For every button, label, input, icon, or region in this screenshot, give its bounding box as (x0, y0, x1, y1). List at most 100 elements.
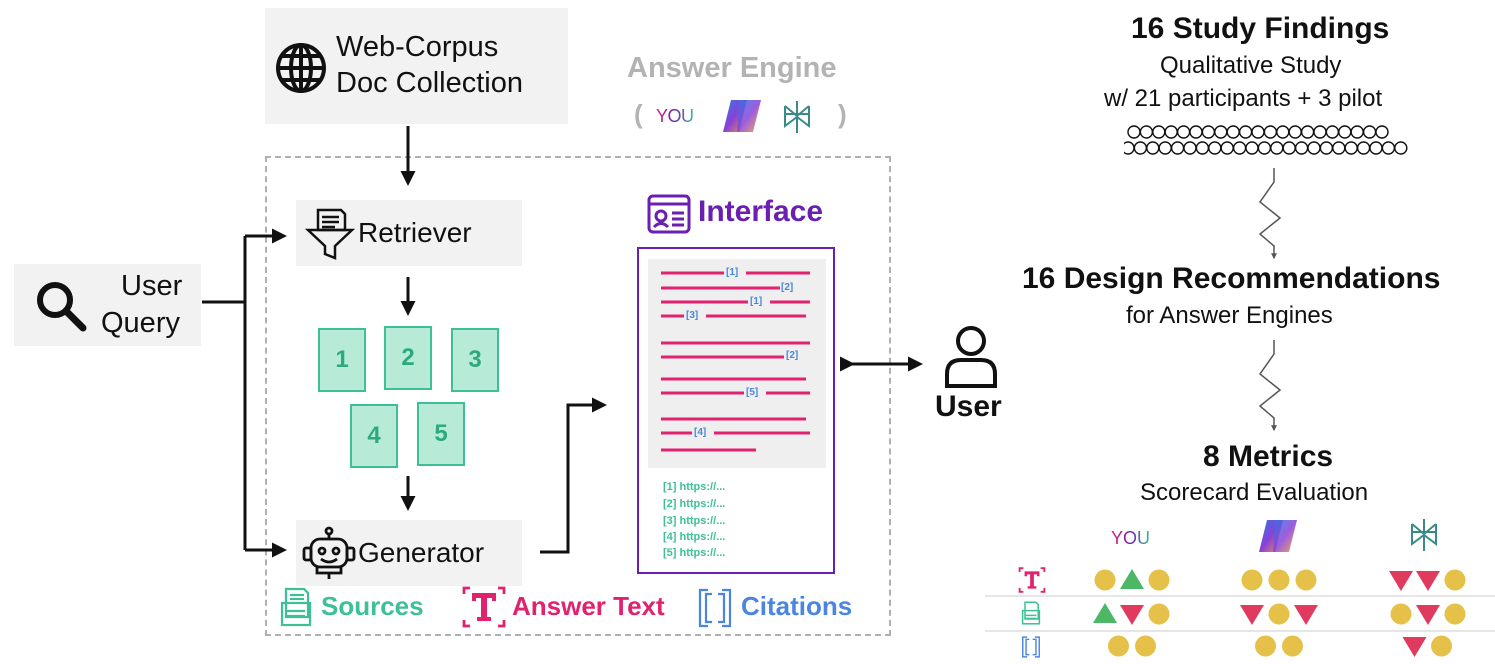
squiggle-arrows (1258, 168, 1282, 432)
user-query-box (14, 264, 201, 346)
crowd-person (1214, 125, 1228, 139)
interface-ref: [3] https://... (663, 515, 726, 527)
interface-ref: [2] https://... (663, 498, 726, 510)
source-doc-4: 4 (350, 404, 398, 468)
interface-title: Interface (698, 195, 824, 228)
web-corpus-line1: Web-Corpus (336, 31, 499, 63)
crowd-person (1375, 125, 1389, 139)
crowd-person (1356, 141, 1371, 155)
crowd-person (1350, 125, 1364, 139)
findings-sub2: w/ 21 participants + 3 pilot (1104, 85, 1383, 112)
answer-engine-container (265, 156, 891, 636)
crowd-person (1183, 141, 1197, 155)
engine-paren-open: ( (634, 99, 643, 129)
score-triangle-up (1120, 569, 1144, 589)
search-icon (37, 282, 87, 332)
engine-paren-close: ) (838, 99, 847, 129)
crowd-person (1369, 141, 1383, 155)
crowd-person (1362, 125, 1377, 139)
score-perplexity-logo (1411, 519, 1437, 551)
score-triangle-down (1389, 571, 1413, 591)
metrics-sub: Scorecard Evaluation (1140, 479, 1369, 506)
crowd-person (1176, 125, 1191, 139)
score-circle (1094, 569, 1116, 591)
score-you-logo: YOU (1111, 528, 1151, 548)
score-triangle-down (1120, 605, 1144, 625)
crowd-person (1189, 125, 1203, 139)
interface-ref: [5] https://... (663, 547, 726, 559)
crowd-person (1127, 125, 1141, 139)
crowd-person (1325, 125, 1340, 139)
crowd-person (1270, 141, 1284, 155)
crowd-person (1158, 141, 1172, 155)
flow-arrows (202, 126, 923, 558)
crowd-person (1232, 141, 1247, 155)
interface-answer-lines (661, 271, 810, 452)
score-triangle-down (1402, 637, 1427, 657)
user-icon (945, 326, 997, 388)
generator-label: Generator (358, 537, 485, 568)
crowd-person (1220, 141, 1234, 155)
score-circle (1268, 603, 1290, 625)
citation-marker: [2] (781, 282, 794, 293)
citation-marker: [2] (786, 350, 799, 361)
score-circle (1148, 569, 1170, 591)
interface-window-icon (647, 194, 691, 234)
answer-engine-title: Answer Engine (627, 52, 837, 84)
crowd-person (1226, 125, 1240, 139)
score-circle (1431, 635, 1452, 657)
score-circle (1241, 569, 1263, 591)
crowd-person (1276, 125, 1290, 139)
crowd-person (1133, 141, 1148, 155)
score-triangle-down (1416, 571, 1440, 591)
score-circle (1108, 635, 1129, 657)
findings-title: 16 Study Findings (1131, 12, 1390, 45)
score-circle (1282, 635, 1303, 657)
crowd-person (1300, 125, 1315, 139)
perplexity-logo (784, 101, 810, 133)
crowd-person (1238, 125, 1253, 139)
row-answer-text-icon (1018, 567, 1046, 593)
crowd-person (1344, 141, 1358, 155)
citation-marker: [1] (726, 267, 739, 278)
crowd-person (1257, 141, 1272, 155)
crowd-person (1307, 141, 1321, 155)
interface-ref: [1] https://... (663, 481, 726, 493)
crowd-person (1381, 141, 1396, 155)
score-triangle-up (1093, 603, 1117, 623)
crowd-person (1164, 125, 1178, 139)
you-logo: YOU (656, 106, 694, 126)
citation-marker: [1] (750, 296, 763, 307)
answer-text-icon (462, 586, 506, 628)
crowd-person (1146, 141, 1160, 155)
scorecard (985, 569, 1495, 657)
crowd-person (1152, 125, 1166, 139)
citation-marker: [5] (746, 387, 759, 398)
score-circle (1444, 569, 1466, 591)
row-citations-icon (1022, 636, 1040, 658)
citation-marker: [4] (694, 427, 707, 438)
crowd-person (1201, 125, 1216, 139)
crowd-person (1170, 141, 1185, 155)
crowd-person (1139, 125, 1154, 139)
score-circle (1255, 635, 1276, 657)
source-doc-1: 1 (318, 328, 366, 392)
legend-citations: Citations (741, 591, 853, 621)
score-triangle-down (1294, 605, 1318, 625)
retriever-label: Retriever (358, 217, 472, 248)
score-circle (1268, 569, 1290, 591)
score-triangle-down (1416, 605, 1440, 625)
score-circle (1390, 603, 1412, 625)
score-triangle-down (1240, 605, 1264, 625)
citations-bracket-icon (698, 588, 732, 628)
crowd-person (1319, 141, 1334, 155)
score-copilot-logo (1259, 520, 1297, 552)
crowd-person (1282, 141, 1296, 155)
score-circle (1148, 603, 1170, 625)
copilot-logo (723, 100, 761, 132)
crowd-person (1251, 125, 1265, 139)
user-query-line1: User (121, 270, 183, 302)
crowd-person (1332, 141, 1346, 155)
crowd-person (1245, 141, 1259, 155)
user-query-line2: Query (101, 307, 180, 339)
